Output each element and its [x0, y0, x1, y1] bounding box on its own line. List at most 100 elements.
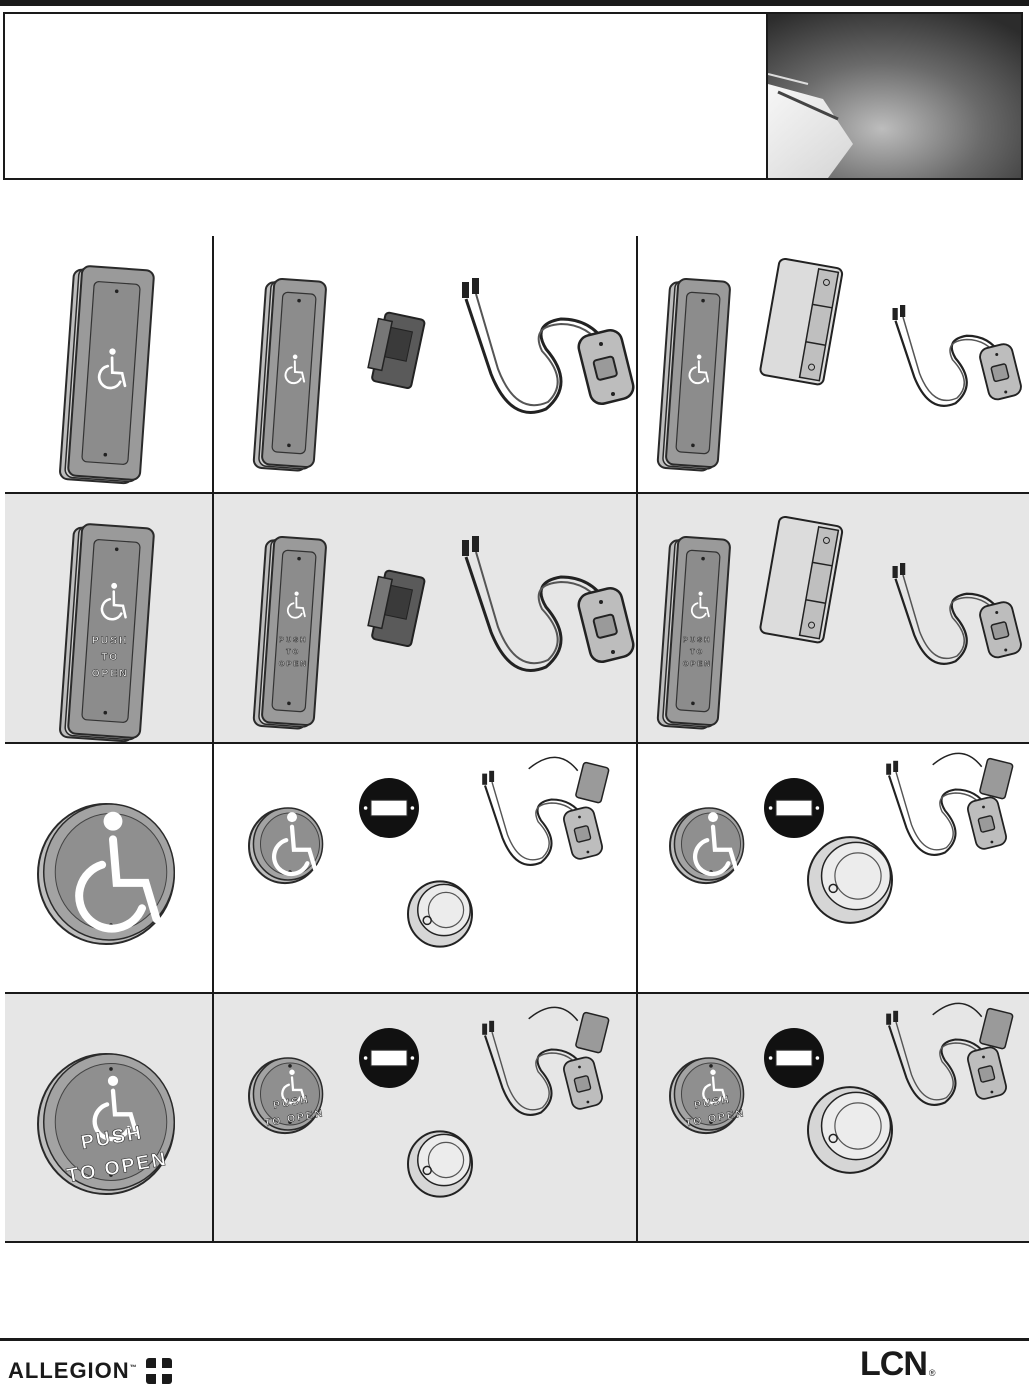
kit-round-wired	[248, 756, 610, 948]
mounting-box-icon	[407, 880, 473, 948]
row-3	[5, 744, 1029, 992]
kit-wired-cell: PUSH TO OPEN	[214, 494, 637, 744]
mounting-plate-icon	[359, 1028, 419, 1088]
header-photo	[766, 14, 1021, 178]
wheelchair-icon	[690, 591, 710, 619]
wheelchair-icon	[92, 1075, 139, 1142]
kit-surface-cell	[638, 744, 1029, 994]
round-actuator-large	[37, 802, 176, 946]
wireless-transmitter-icon	[892, 563, 1022, 665]
faceplate-icon	[59, 265, 155, 485]
kit-wired-cell	[214, 236, 637, 486]
allegion-mark-icon	[143, 1356, 174, 1386]
wheelchair-icon	[272, 812, 318, 877]
mounting-box-icon	[807, 836, 893, 924]
mounting-box-icon	[759, 515, 844, 644]
wheelchair-icon	[281, 1069, 306, 1105]
row-divider	[5, 492, 1029, 494]
column-divider	[636, 236, 638, 1242]
mounting-plate-icon	[764, 1028, 824, 1088]
legend-text: PUSH	[683, 635, 712, 644]
registered-mark: ®	[928, 1368, 936, 1378]
legend-text: OPEN	[92, 668, 129, 679]
rect-actuator-large	[59, 265, 155, 485]
kit-surface-cell	[638, 236, 1029, 486]
legend-text: OPEN	[279, 659, 308, 668]
kit-wired	[252, 277, 635, 472]
row-divider	[5, 742, 1029, 744]
column-divider	[212, 236, 214, 1242]
wireless-transmitter-icon	[462, 536, 635, 672]
key-tag-icon	[528, 756, 610, 804]
row-divider	[5, 992, 1029, 994]
wireless-transmitter-icon	[482, 770, 603, 866]
mounting-plate-icon	[359, 778, 419, 838]
kit-wired-cell	[214, 744, 637, 994]
key-tag-icon	[932, 752, 1014, 800]
row-2: PUSH TO OPEN PUSH TO OPEN PUSH TO OPEN	[5, 494, 1029, 744]
allegion-logo: ALLEGION™	[8, 1354, 174, 1388]
actuator-cell	[5, 236, 213, 486]
wireless-transmitter-icon	[482, 1020, 603, 1116]
faceplate-icon	[656, 277, 731, 472]
actuator-cell: PUSH TO OPEN	[5, 494, 213, 744]
key-tag-icon	[528, 1006, 610, 1054]
mounting-clip-icon	[367, 311, 426, 390]
legend-text: PUSH	[279, 635, 308, 644]
legend-text: TO	[286, 647, 300, 656]
legend-text: TO	[101, 652, 119, 663]
rect-actuator-large: PUSH TO OPEN	[59, 523, 155, 743]
mounting-clip-icon	[367, 569, 426, 648]
wireless-transmitter-icon	[462, 278, 635, 414]
faceplate-icon: PUSH TO OPEN	[252, 535, 327, 730]
top-rule	[0, 0, 1029, 6]
key-tag-icon	[932, 1002, 1014, 1050]
wheelchair-icon	[75, 811, 161, 933]
kit-round-surface	[669, 752, 1014, 924]
wireless-transmitter-icon	[886, 1010, 1007, 1106]
wheelchair-icon	[100, 582, 127, 621]
faceplate-icon: PUSH TO OPEN	[59, 523, 155, 743]
footer-rule	[0, 1338, 1029, 1341]
wheelchair-icon	[702, 1069, 727, 1105]
wheelchair-icon	[286, 591, 306, 619]
faceplate-icon	[252, 277, 327, 472]
lcn-logo: LCN ®	[860, 1346, 936, 1386]
mounting-box-icon	[759, 257, 844, 386]
wheelchair-icon	[97, 348, 127, 390]
header-box	[3, 12, 1023, 180]
legend-text: TO	[690, 647, 704, 656]
faceplate-icon	[248, 807, 324, 885]
faceplate-icon	[37, 802, 176, 946]
lcn-wordmark: LCN	[860, 1345, 928, 1383]
wireless-transmitter-icon	[886, 760, 1007, 856]
wheelchair-icon	[284, 354, 306, 385]
row-divider	[5, 1241, 1029, 1243]
wheelchair-icon	[688, 354, 710, 385]
legend-text: PUSH	[92, 636, 129, 647]
row-1	[5, 236, 1029, 486]
kit-wired: PUSH TO OPEN	[252, 535, 635, 730]
mounting-plate-icon	[764, 778, 824, 838]
wheelchair-icon	[693, 812, 739, 877]
mounting-box-icon	[807, 1086, 893, 1174]
allegion-wordmark: ALLEGION™	[8, 1358, 138, 1383]
kit-surface	[656, 257, 1022, 472]
actuator-closeup-photo	[768, 14, 1021, 178]
faceplate-icon	[669, 807, 745, 885]
mounting-box-icon	[407, 1130, 473, 1198]
